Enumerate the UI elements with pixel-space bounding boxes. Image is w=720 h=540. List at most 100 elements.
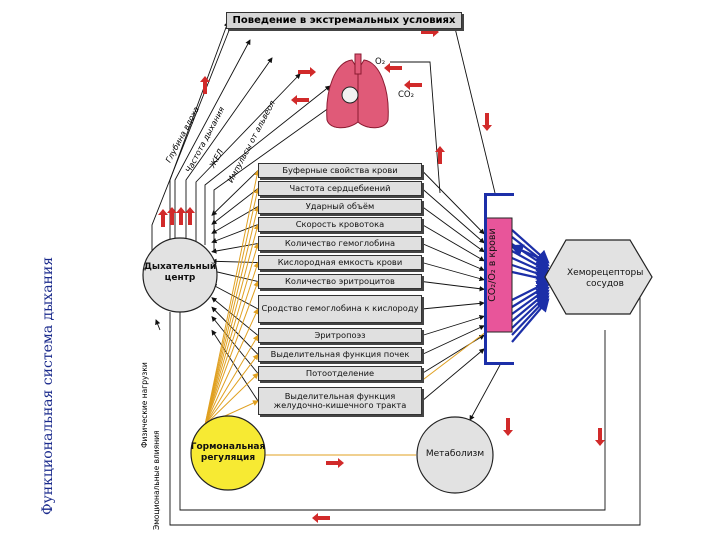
link-line <box>469 364 501 421</box>
hormonal-label: Гормональная регуляция <box>190 442 266 463</box>
link-line <box>211 284 259 310</box>
red-arrow <box>291 95 309 105</box>
link-line <box>509 244 549 264</box>
link-line <box>211 269 259 282</box>
trachea <box>354 53 362 75</box>
red-arrow <box>503 418 513 436</box>
link-line <box>204 205 260 426</box>
link-line <box>421 325 485 355</box>
link-line <box>421 262 485 282</box>
factor-box: Буферные свойства крови <box>258 163 422 178</box>
link-line <box>454 27 496 194</box>
red-arrow <box>326 458 344 468</box>
link-line <box>421 206 485 253</box>
blood-frame <box>484 193 514 196</box>
slide-title: Функциональная система дыхания <box>40 256 56 516</box>
link-line <box>211 224 259 244</box>
link-line <box>204 353 259 426</box>
link-line <box>421 315 485 336</box>
link-line <box>211 206 259 234</box>
factor-box: Потоотделение <box>258 366 422 381</box>
link-line <box>174 39 251 240</box>
blood-bar <box>485 217 513 333</box>
factor-box: Частота сердцебиений <box>258 181 422 196</box>
link-line <box>204 334 259 426</box>
link-line <box>421 300 485 310</box>
lung-alveoli <box>341 86 359 104</box>
factor-box: Выделительная функция почек <box>258 347 422 362</box>
link-line <box>421 188 485 244</box>
blood-frame <box>484 193 487 365</box>
top-behavior-box: Поведение в экстремальных условиях <box>226 12 462 29</box>
link-line <box>211 329 259 402</box>
red-arrow <box>421 27 439 37</box>
link-line <box>421 224 485 262</box>
factor-box: Ударный объём <box>258 199 422 214</box>
link-line <box>185 57 273 240</box>
link-line <box>421 348 485 402</box>
link-line <box>195 73 301 242</box>
factor-box: Количество гемоглобина <box>258 236 422 251</box>
lung-o2-label: O₂ <box>375 57 386 67</box>
chemoreceptors-label: Хеморецепторы сосудов <box>567 268 644 289</box>
link-line <box>211 297 259 336</box>
link-line <box>204 280 260 426</box>
link-line <box>204 85 331 245</box>
link-line <box>204 169 260 426</box>
hormonal-node <box>190 415 266 491</box>
link-line <box>511 298 550 343</box>
chemoreceptors-node <box>544 239 653 315</box>
red-arrow <box>312 513 330 523</box>
link-line <box>211 170 259 216</box>
input-label-emotional: Эмоциональные влияния <box>152 430 161 530</box>
link-line <box>419 324 496 383</box>
resp-center-label: Дыхательный центр <box>143 262 217 283</box>
link-line <box>211 243 259 254</box>
factor-box: Выделительная функция желудочно-кишечног… <box>258 387 422 415</box>
link-line <box>213 99 341 250</box>
link-line <box>204 261 260 426</box>
link-line <box>211 306 259 355</box>
red-arrow <box>298 67 316 77</box>
blood-frame <box>484 362 514 365</box>
red-arrow <box>200 76 210 94</box>
red-arrow <box>384 63 402 73</box>
link-line <box>204 223 260 426</box>
link-line <box>211 258 259 265</box>
red-arrow <box>158 209 168 227</box>
link-line <box>204 372 259 426</box>
link-line <box>155 319 161 331</box>
link-line <box>179 312 606 511</box>
link-line <box>390 61 441 194</box>
red-arrow <box>595 428 605 446</box>
link-line <box>204 242 260 426</box>
link-line <box>204 187 260 426</box>
metabolism-label: Метаболизм <box>425 449 485 459</box>
red-arrow <box>167 207 177 225</box>
resp-center-node <box>142 237 218 313</box>
lung-co2-label: CO₂ <box>398 90 415 100</box>
link-line <box>211 188 259 225</box>
red-arrow <box>185 207 195 225</box>
red-arrow <box>435 146 445 164</box>
factor-box: Скорость кровотока <box>258 217 422 232</box>
input-label-physical: Физические нагрузки <box>140 362 149 448</box>
link-line <box>421 281 485 292</box>
link-line <box>421 243 485 271</box>
metabolism-node <box>416 416 494 494</box>
link-line <box>204 308 259 426</box>
factor-box: Эритропоэз <box>258 328 422 343</box>
lung-right <box>357 59 389 129</box>
red-arrow <box>482 113 492 131</box>
link-line <box>511 270 551 285</box>
factor-box: Кислородная емкость крови <box>258 255 422 270</box>
blood-bar-label: CO₂/O₂ в крови <box>487 228 498 302</box>
factor-box: Количество эритроцитов <box>258 274 422 289</box>
red-arrow <box>404 80 422 90</box>
factor-box: Сродство гемоглобина к кислороду <box>258 295 422 323</box>
link-line <box>169 295 641 526</box>
link-line <box>421 170 485 235</box>
red-arrow <box>176 207 186 225</box>
